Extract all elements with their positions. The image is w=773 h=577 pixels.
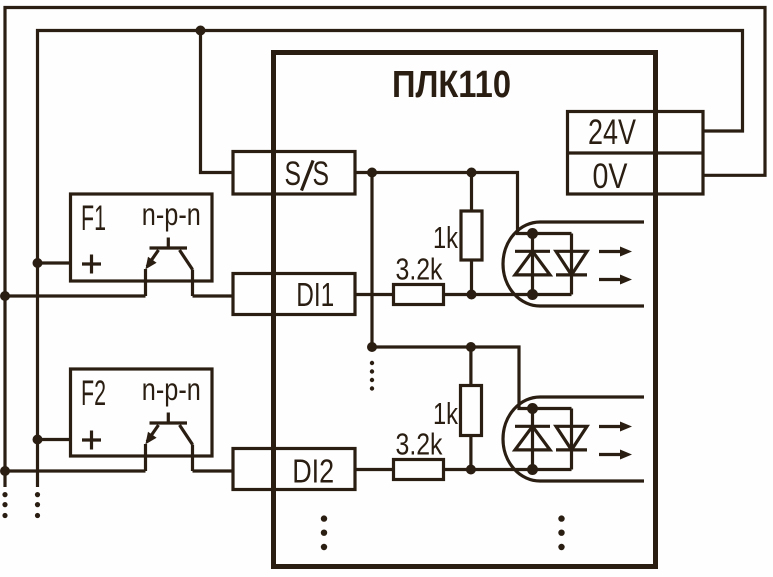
svg-text:F1: F1 [81,199,106,238]
svg-text:3.2k: 3.2k [396,427,443,462]
svg-text:ПЛК110: ПЛК110 [392,64,511,106]
svg-text:3.2k: 3.2k [396,252,443,287]
svg-text:n-p-n: n-p-n [142,196,201,232]
svg-text:S: S [284,155,301,193]
svg-text:1k: 1k [433,220,458,255]
svg-text:DI2: DI2 [292,453,334,490]
svg-text:DI1: DI1 [296,276,334,313]
svg-text:24V: 24V [588,113,637,152]
svg-text:F2: F2 [81,374,106,413]
svg-text:0V: 0V [593,157,629,196]
svg-text:1k: 1k [433,396,458,431]
svg-text:n-p-n: n-p-n [142,371,201,407]
svg-text:S: S [313,155,330,193]
